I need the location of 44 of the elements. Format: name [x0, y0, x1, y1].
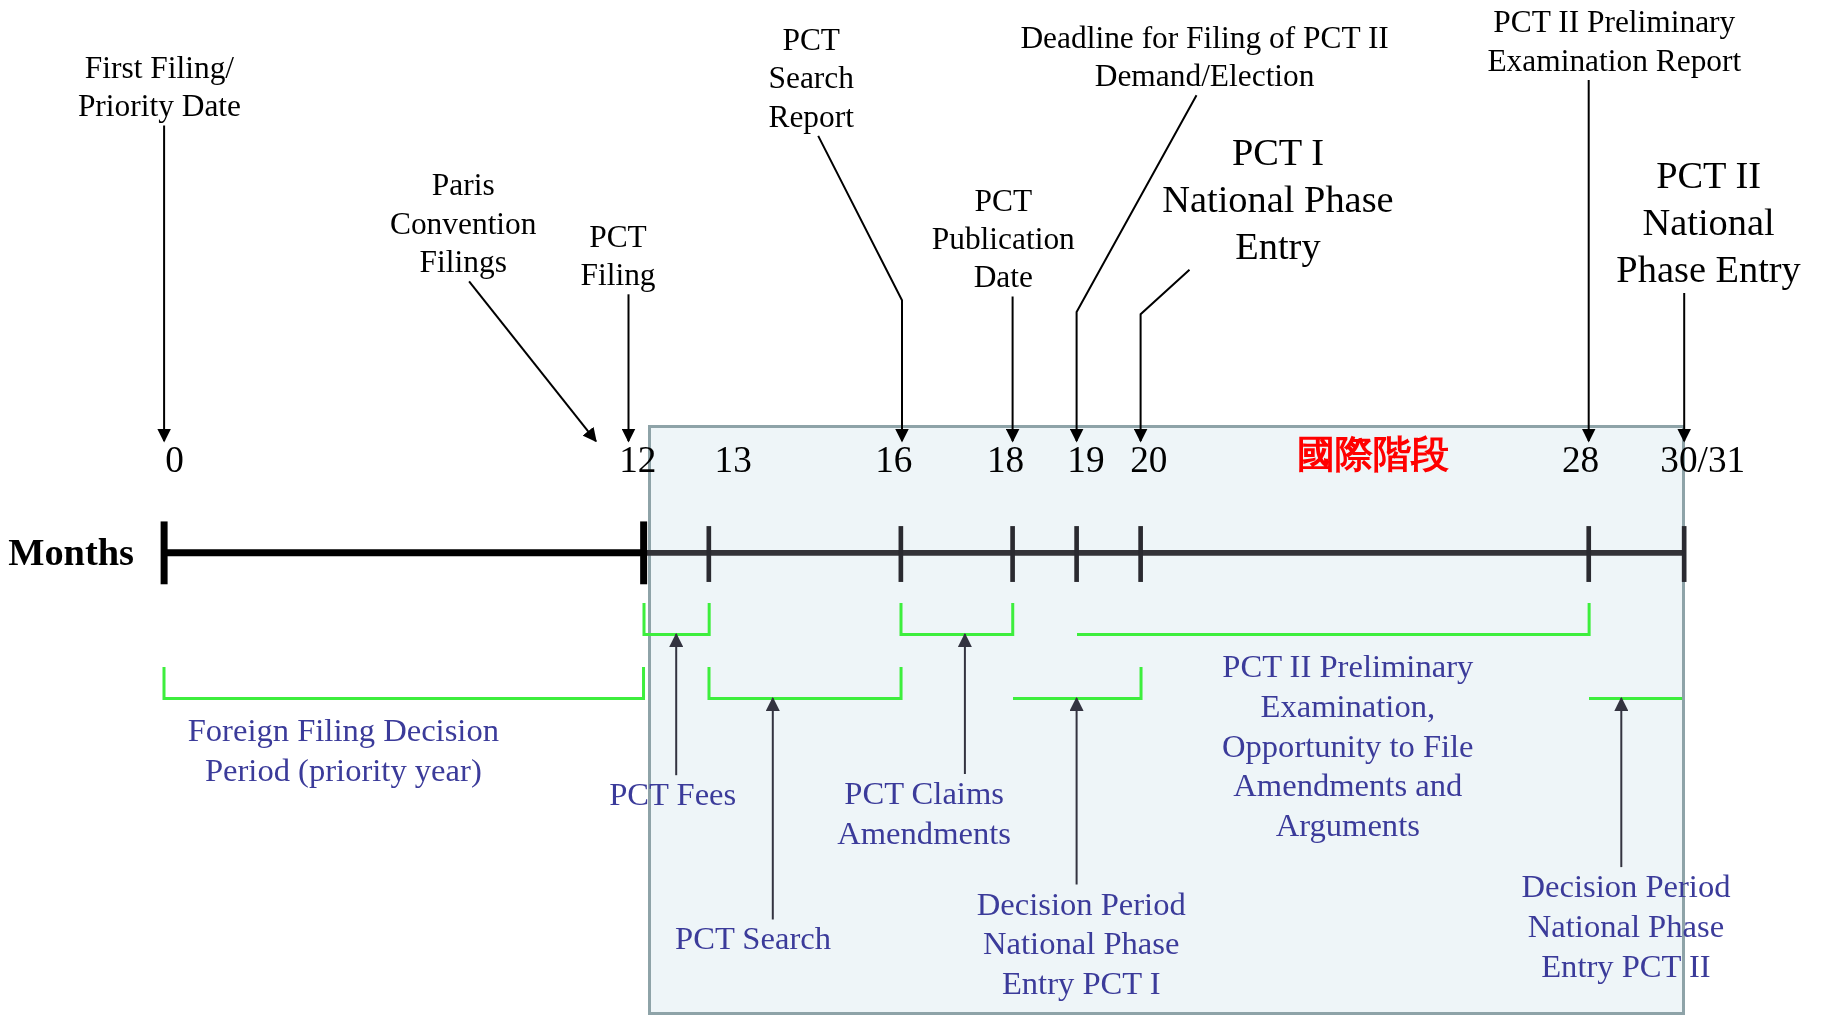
arrow: [1581, 79, 1596, 443]
month-number: 20: [1125, 441, 1172, 479]
arrow: [1677, 292, 1692, 443]
arrow: [1614, 696, 1629, 869]
period-bracket: [707, 666, 903, 700]
arrow: [1005, 295, 1020, 443]
event-label: PCT II National Phase Entry: [1600, 152, 1817, 293]
arrow: [1069, 94, 1198, 443]
period-bracket: [899, 602, 1015, 636]
event-label: PCT Publication Date: [904, 181, 1103, 297]
event-label: First Filing/ Priority Date: [48, 48, 270, 126]
period-label: PCT Search: [654, 919, 852, 960]
period-bracket: [1075, 602, 1591, 636]
period-bracket: [642, 602, 711, 636]
arrow: [468, 280, 597, 443]
arrow: [157, 124, 172, 443]
month-number: 19: [1062, 441, 1110, 479]
axis-title: Months: [8, 533, 135, 572]
month-number: 0: [157, 441, 193, 479]
period-bracket: [1011, 666, 1143, 700]
period-label: Foreign Filing Decision Period (priority year): [186, 711, 500, 790]
arrow: [1069, 696, 1084, 886]
period-label: PCT II Preliminary Examination, Opportunity to File Amendments and Arguments: [1221, 647, 1475, 846]
period-label: PCT Claims Amendments: [813, 773, 1035, 854]
arrow: [765, 696, 780, 921]
event-label: PCT Search Report: [747, 20, 876, 136]
phase-title: 國際階段: [1297, 435, 1450, 474]
arrow: [1133, 268, 1191, 443]
period-bracket: [1587, 696, 1684, 700]
arrow: [817, 134, 909, 443]
month-number: 13: [709, 441, 757, 479]
event-label: Deadline for Filing of PCT II Demand/Election: [1006, 18, 1403, 96]
month-number: 16: [870, 441, 918, 479]
arrow: [669, 632, 684, 777]
event-label: PCT II Preliminary Examination Report: [1451, 3, 1778, 81]
month-number: 30/31: [1656, 441, 1750, 479]
arrow: [957, 632, 972, 775]
period-label: Decision Period National Phase Entry PCT I: [953, 884, 1210, 1004]
month-number: 18: [982, 441, 1029, 479]
period-bracket: [162, 666, 646, 700]
month-number: 28: [1557, 441, 1604, 479]
month-number: 12: [614, 441, 662, 479]
arrow: [621, 293, 636, 443]
event-label: PCT I National Phase Entry: [1161, 129, 1395, 270]
